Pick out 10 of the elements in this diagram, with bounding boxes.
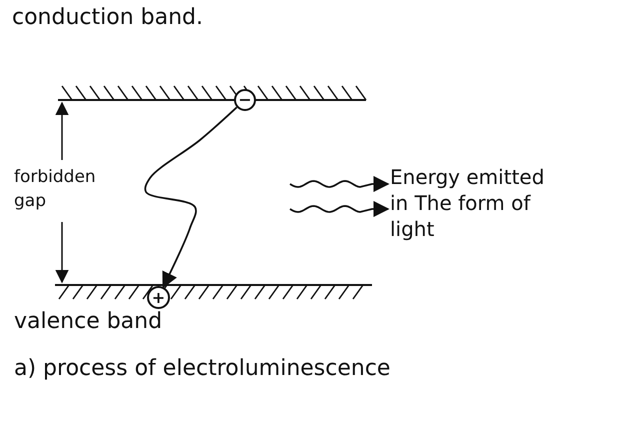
- band-label: conduction band.: [12, 6, 204, 30]
- caption: a) process of electroluminescence: [14, 356, 392, 382]
- gap-label: forbidden gap: [14, 166, 97, 213]
- transition-arrow: [144, 106, 238, 288]
- band-label: valence band: [14, 310, 164, 334]
- hole-symbol: +: [147, 286, 170, 309]
- wavy-arrow: [290, 200, 390, 218]
- energy-emission-text: Energy emitted in The form of light: [390, 164, 565, 242]
- wavy-arrow: [290, 176, 390, 192]
- electron-symbol: −: [234, 89, 256, 111]
